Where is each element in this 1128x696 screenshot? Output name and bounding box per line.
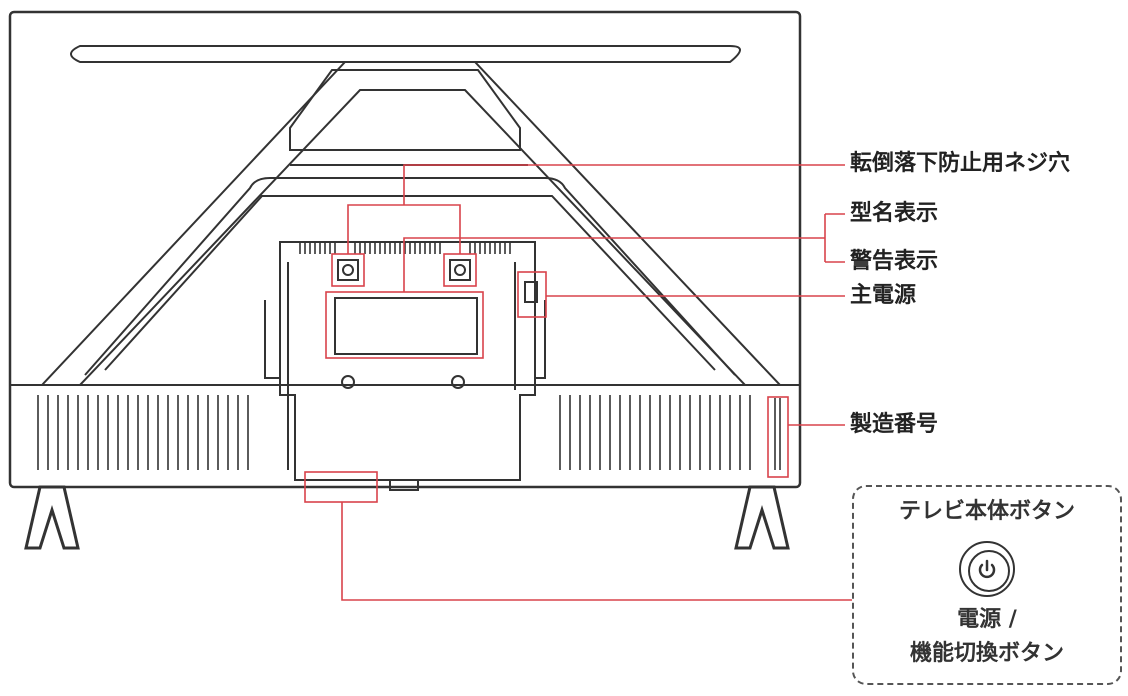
top-handle-bar (70, 45, 741, 63)
label-serial-number: 製造番号 (850, 412, 939, 437)
right-foot (734, 485, 790, 550)
right-speaker-grille (559, 395, 781, 470)
left-speaker-grille (37, 395, 249, 470)
power-icon (959, 541, 1015, 597)
button-panel-title: テレビ本体ボタン (898, 499, 1075, 524)
mount-screw-squares (337, 259, 471, 281)
stand-frame (39, 61, 783, 386)
top-vents (299, 242, 511, 254)
button-panel-caption-line1: 電源 / (957, 607, 1017, 632)
main-power-switch (524, 281, 538, 303)
center-mount-block (264, 241, 546, 491)
label-model-name: 型名表示 (850, 201, 939, 226)
button-callout-panel: テレビ本体ボタン 電源 / 機能切換ボタン (852, 485, 1122, 685)
tv-back-panel (8, 10, 802, 489)
button-panel-caption-line2: 機能切換ボタン (909, 641, 1064, 666)
label-main-power: 主電源 (850, 283, 917, 308)
left-foot (24, 485, 80, 550)
label-warning: 警告表示 (850, 249, 939, 274)
callout-lines (304, 164, 852, 601)
label-tip-prevention-screw: 転倒落下防止用ネジ穴 (850, 151, 1071, 176)
